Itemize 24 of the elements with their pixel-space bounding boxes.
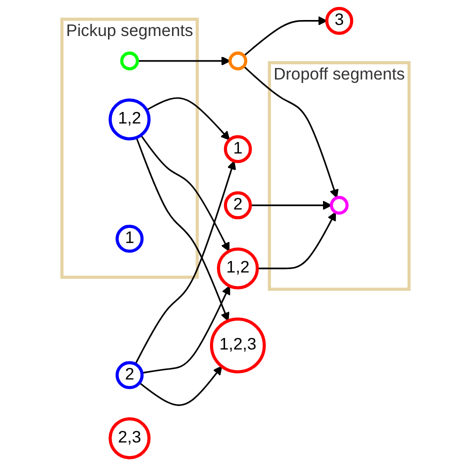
arrow xyxy=(136,137,230,322)
arrow xyxy=(257,212,336,270)
node-circle: 1,2 xyxy=(216,247,259,290)
arrow xyxy=(134,160,236,364)
node-circle: 1,2,3 xyxy=(210,318,266,374)
arrow xyxy=(146,97,230,140)
node-circle xyxy=(330,196,349,215)
arrow xyxy=(243,16,328,56)
node-circle xyxy=(228,52,248,70)
arrow xyxy=(138,366,222,406)
arrow xyxy=(142,286,230,374)
arrow xyxy=(140,134,230,252)
arrow xyxy=(250,200,332,210)
arrow xyxy=(137,56,230,66)
arrow xyxy=(243,66,339,198)
node-circle: 1 xyxy=(224,135,252,164)
node-circle: 2,3 xyxy=(108,417,151,460)
node-circle xyxy=(120,52,139,70)
node-circle: 1 xyxy=(116,224,144,253)
node-circle: 3 xyxy=(325,6,354,35)
node-circle: 2 xyxy=(224,191,252,220)
cluster: Dropoff segments xyxy=(268,61,411,291)
node-circle: 1,2 xyxy=(108,98,151,140)
node-circle: 2 xyxy=(116,361,144,390)
